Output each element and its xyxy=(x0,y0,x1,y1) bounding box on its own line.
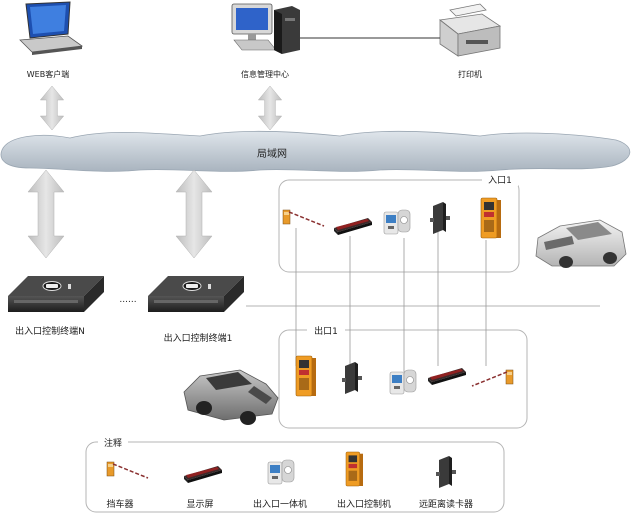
info-center-label: 信息管理中心 xyxy=(241,69,289,79)
legend-item-controller: 出入口控制机 xyxy=(337,498,391,510)
center-lan-arrow xyxy=(258,85,282,131)
lan-label: 局域网 xyxy=(257,147,287,160)
exit-kiosk-icon xyxy=(389,369,417,395)
exit-controller-icon xyxy=(295,355,317,397)
terminal-n-lan-arrow xyxy=(27,169,65,259)
exit-display-icon xyxy=(428,368,466,385)
printer-label: 打印机 xyxy=(458,69,482,79)
terminal-1-lan-arrow xyxy=(175,169,213,259)
entrance-car-icon xyxy=(535,219,627,268)
entrance-barrier-icon xyxy=(282,209,325,227)
legend-title: 注释 xyxy=(104,437,122,449)
entrance-zone-box xyxy=(278,179,520,273)
entrance-display-icon xyxy=(334,218,372,235)
legend-barrier-icon xyxy=(106,461,149,479)
exit-reader-icon xyxy=(342,362,362,394)
wiring-lines xyxy=(246,228,600,372)
web-client-label: WEB客户端 xyxy=(27,69,69,79)
legend-item-barrier: 挡车器 xyxy=(106,498,133,510)
terminal-n-icon xyxy=(7,275,105,313)
entrance-kiosk-icon xyxy=(383,209,411,235)
terminals-ellipsis: ...... xyxy=(119,295,136,305)
exit-label: 出口1 xyxy=(314,325,338,337)
terminal-1-label: 出入口控制终端1 xyxy=(164,332,233,344)
legend-controller-icon xyxy=(345,451,364,487)
exit-label-bg xyxy=(307,325,345,337)
entrance-label-bg xyxy=(482,174,518,186)
desktop-computer-icon xyxy=(231,3,300,54)
entrance-controller-icon xyxy=(480,197,502,239)
legend-reader-icon xyxy=(436,456,456,488)
legend-item-reader: 远距离读卡器 xyxy=(419,498,473,510)
terminal-1-icon xyxy=(147,275,245,313)
legend-item-display: 显示屏 xyxy=(186,499,213,510)
lan-cloud xyxy=(0,130,631,172)
printer-icon xyxy=(439,3,502,57)
legend-title-bg xyxy=(98,436,128,448)
legend-display-icon xyxy=(184,466,222,483)
entrance-label: 入口1 xyxy=(488,175,512,186)
legend-item-kiosk: 出入口一体机 xyxy=(253,498,307,510)
laptop-icon xyxy=(19,1,84,55)
exit-barrier-icon xyxy=(471,369,514,387)
exit-car-icon xyxy=(183,369,279,425)
web-lan-arrow xyxy=(40,85,64,131)
exit-zone-box xyxy=(278,329,528,429)
legend-box xyxy=(85,441,505,513)
entrance-reader-icon xyxy=(430,202,450,234)
legend-kiosk-icon xyxy=(267,459,295,485)
terminal-n-label: 出入口控制终端N xyxy=(15,325,85,337)
